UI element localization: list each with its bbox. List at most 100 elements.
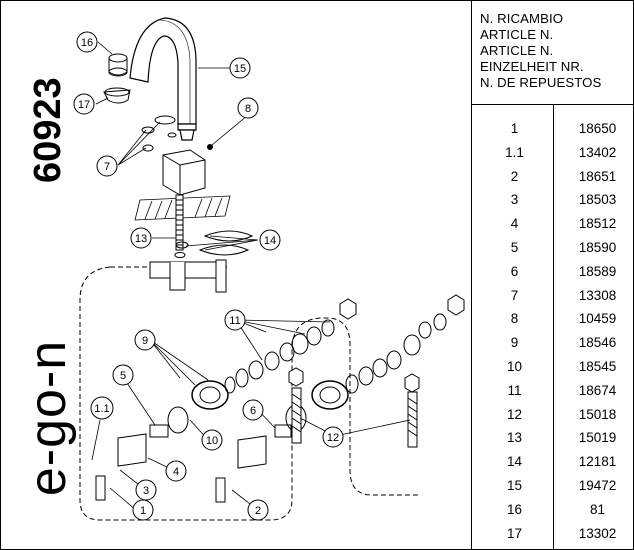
- aerator-part: [108, 53, 128, 77]
- item-number: 13: [506, 430, 523, 446]
- threaded-rod-part: [175, 194, 184, 251]
- item-number: 1: [510, 121, 519, 136]
- part-number: 18651: [578, 168, 617, 184]
- washers-part: [174, 230, 254, 258]
- item-number: 6: [510, 263, 519, 279]
- item-number: 1.1: [505, 144, 524, 160]
- item-number: 11: [507, 382, 522, 398]
- table-row: 10 18545: [472, 355, 634, 379]
- table-row: 4 18512: [472, 212, 634, 236]
- handle-right-part: [215, 477, 226, 503]
- callout-12: 12: [327, 432, 339, 444]
- table-row: 15 19472: [472, 474, 634, 498]
- part-number: 81: [589, 501, 606, 517]
- item-number: 5: [510, 239, 519, 255]
- callout-5: 5: [120, 370, 126, 382]
- table-row: 2 18651: [472, 165, 634, 189]
- callout-16: 16: [81, 37, 93, 49]
- callout-2: 2: [255, 505, 261, 517]
- part-number: 12181: [578, 454, 617, 470]
- callout-14: 14: [264, 235, 276, 247]
- header-line: EINZELHEIT NR.: [480, 59, 584, 74]
- header-line: ARTICLE N.: [480, 27, 554, 42]
- callout-1-1: 1.1: [94, 403, 109, 415]
- item-number: 14: [506, 454, 523, 470]
- callout-labels: 16 17 15 8 7 13 14 11 9 5 1.1 10 6 12 4 …: [78, 37, 339, 517]
- screw-part: [207, 144, 213, 150]
- table-row: 6 18589: [472, 260, 634, 284]
- part-number: 15018: [578, 406, 617, 422]
- flex-hose-right-part: [404, 373, 420, 448]
- part-number: 19472: [578, 477, 617, 493]
- part-number: 15019: [578, 430, 617, 446]
- column-divider: [553, 104, 554, 550]
- model-number: 60923: [27, 77, 69, 183]
- aerator-key-part: [103, 87, 131, 104]
- item-number: 9: [510, 335, 519, 351]
- body-block-part: [162, 149, 206, 196]
- table-row: 11 18674: [472, 379, 634, 403]
- item-number: 7: [510, 287, 519, 303]
- part-number: 18512: [578, 216, 617, 232]
- table-row: 5 18590: [472, 236, 634, 260]
- item-number: 10: [506, 358, 523, 374]
- part-number: 18545: [578, 358, 617, 374]
- part-number: 13308: [578, 287, 617, 303]
- header-line: N. DE REPUESTOS: [480, 75, 602, 90]
- callout-6: 6: [250, 405, 256, 417]
- table-row: 12 15018: [472, 403, 634, 427]
- callout-3: 3: [143, 485, 149, 497]
- item-number: 8: [510, 311, 519, 327]
- handle-left-part: [95, 475, 106, 501]
- item-number: 2: [510, 168, 519, 184]
- left-valve-part: [149, 298, 357, 438]
- table-row: 17 13302: [472, 522, 634, 546]
- part-number: 18590: [578, 239, 617, 255]
- callout-7: 7: [104, 161, 110, 173]
- callout-8: 8: [245, 103, 251, 115]
- callout-circles: [73, 31, 344, 521]
- callout-17: 17: [78, 99, 90, 111]
- part-number: 18503: [578, 192, 617, 208]
- table-row: 13 15019: [472, 426, 634, 450]
- part-number: 18674: [578, 382, 617, 398]
- table-row: 9 18546: [472, 331, 634, 355]
- part-number: 10459: [578, 311, 617, 327]
- spout-part: [129, 17, 197, 141]
- table-row: 7 13308: [472, 284, 634, 308]
- callout-1: 1: [140, 505, 146, 517]
- flex-hose-left-part: [288, 367, 304, 444]
- part-number: 18546: [578, 335, 617, 351]
- item-number: 12: [506, 406, 523, 422]
- item-number: 15: [506, 477, 523, 493]
- header-line: ARTICLE N.: [480, 43, 554, 58]
- callout-11: 11: [229, 315, 240, 327]
- item-number: 16: [506, 501, 523, 517]
- item-number: 17: [506, 525, 523, 541]
- part-number: 13302: [578, 525, 617, 541]
- orings-part: [141, 115, 177, 152]
- callout-9: 9: [142, 335, 148, 347]
- table-row: 1 18650: [472, 117, 634, 141]
- callout-15: 15: [234, 63, 246, 75]
- right-valve-part: [285, 294, 465, 432]
- table-row: 14 12181: [472, 450, 634, 474]
- part-number: 18589: [578, 263, 617, 279]
- callout-10: 10: [206, 435, 218, 447]
- callout-13: 13: [135, 233, 147, 245]
- part-number: 18650: [578, 121, 617, 136]
- table-row: 8 10459: [472, 307, 634, 331]
- dashed-outline: [79, 266, 420, 521]
- table-row: 1.1 13402: [472, 141, 634, 165]
- callout-4: 4: [173, 466, 179, 478]
- part-number: 13402: [578, 144, 617, 160]
- exploded-diagram: 16 17 15 8 7 13 14 11 9 5 1.1 10 6 12 4 …: [73, 17, 465, 521]
- plate-right-part: [237, 435, 267, 469]
- header-line: N. RICAMBIO: [480, 11, 564, 26]
- item-number: 4: [510, 216, 519, 232]
